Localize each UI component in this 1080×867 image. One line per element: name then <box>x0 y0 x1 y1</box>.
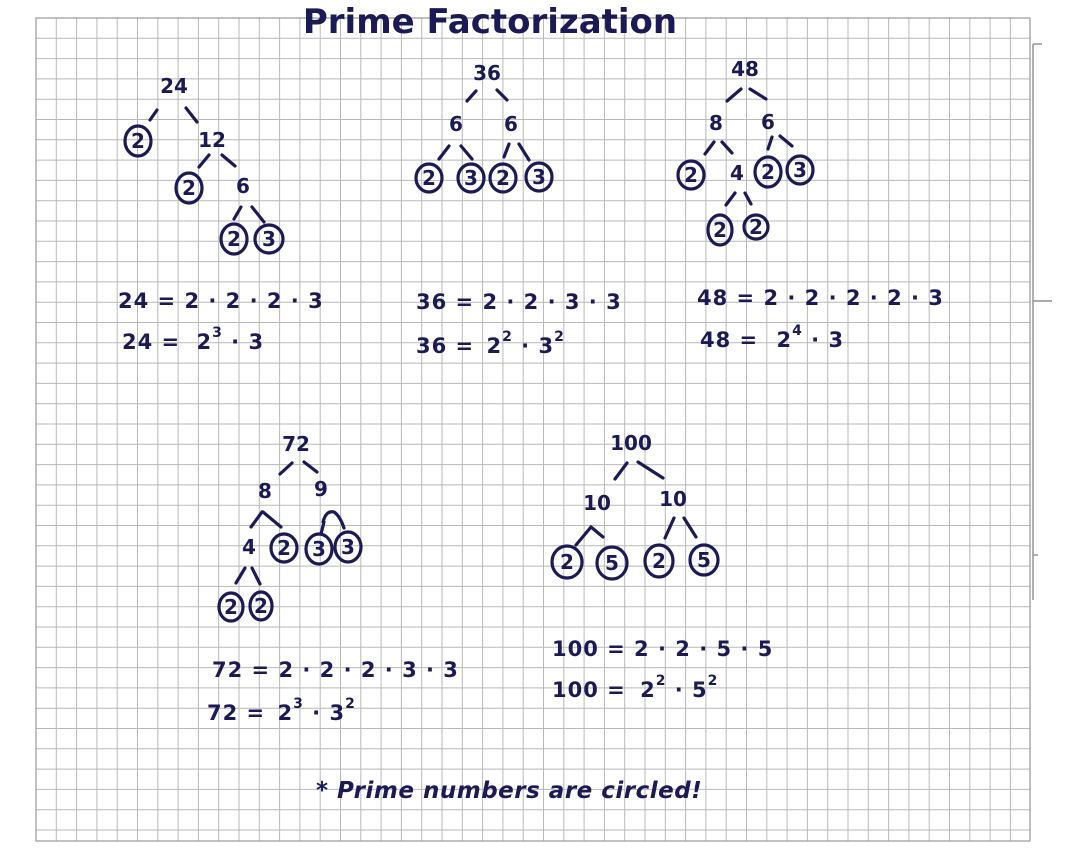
tree-node-prime: 2 <box>713 218 727 242</box>
prime-circle <box>217 591 245 623</box>
prime-circle <box>488 162 518 194</box>
prime-circle <box>676 159 706 191</box>
tree-node-prime: 2 <box>560 550 574 574</box>
tree-node-prime: 5 <box>605 551 619 575</box>
prime-circle <box>456 162 486 194</box>
tree-node-prime: 2 <box>227 227 241 251</box>
tree-node-prime: 3 <box>262 227 276 251</box>
tree-node-prime: 2 <box>254 594 268 618</box>
exponent-equation-72: 72 = 23 · 32 <box>207 696 356 725</box>
prime-circle <box>550 544 584 580</box>
prime-circle <box>742 213 770 241</box>
prime-circle <box>174 171 204 205</box>
tree-node: 4 <box>242 535 256 559</box>
exponent-equation-24: 24 = 23 · 3 <box>122 325 264 354</box>
prime-circle <box>706 213 734 247</box>
tree-node-prime: 2 <box>224 595 238 619</box>
tree-node-prime: 5 <box>697 548 711 572</box>
prime-circle <box>248 590 274 622</box>
tree-node: 6 <box>236 174 250 198</box>
prime-circle <box>524 161 554 193</box>
tree-node: 9 <box>314 477 328 501</box>
expanded-equation-72: 72 = 2 · 2 · 2 · 3 · 3 <box>212 658 459 682</box>
tree-node-prime: 2 <box>652 549 666 573</box>
prime-circle <box>304 532 334 566</box>
tree-node-prime: 2 <box>131 129 145 153</box>
tree-node: 10 <box>659 487 687 511</box>
footnote-prime-circled: * Prime numbers are circled! <box>316 778 702 804</box>
expanded-equation-48: 48 = 2 · 2 · 2 · 2 · 3 <box>697 286 944 310</box>
factor-tree-72: 72 8 9 4 2 3 3 2 2 <box>217 432 363 623</box>
tree-node: 4 <box>730 161 744 185</box>
tree-node: 8 <box>709 111 723 135</box>
prime-circle <box>785 154 815 186</box>
grid-border <box>35 17 1031 842</box>
tree-node: 36 <box>473 61 501 85</box>
tree-node-prime: 2 <box>684 163 698 187</box>
tree-node: 72 <box>282 432 310 456</box>
expanded-equation-36: 36 = 2 · 2 · 3 · 3 <box>416 290 622 314</box>
tree-node: 24 <box>160 74 188 98</box>
prime-circle <box>688 543 720 577</box>
tree-node-prime: 2 <box>761 160 775 184</box>
factor-tree-24: 24 2 12 2 6 2 3 <box>123 74 285 256</box>
tree-node: 6 <box>449 112 463 136</box>
exponent-equation-36: 36 = 22 · 32 <box>416 329 565 358</box>
expanded-equation-24: 24 = 2 · 2 · 2 · 3 <box>118 289 324 313</box>
tree-node-prime: 3 <box>312 537 326 561</box>
tree-node: 100 <box>610 431 652 455</box>
tree-node: 12 <box>198 128 226 152</box>
prime-circle <box>123 124 153 158</box>
prime-circle <box>753 155 783 189</box>
tree-node-prime: 3 <box>793 158 807 182</box>
factor-tree-36: 36 6 6 2 3 2 3 <box>414 61 554 194</box>
prime-circle <box>643 543 675 579</box>
page-margin-edge <box>1032 43 1052 600</box>
exponent-equation-48: 48 = 24 · 3 <box>700 323 844 352</box>
page-title: Prime Factorization <box>303 2 677 42</box>
prime-circle <box>219 222 249 256</box>
tree-node: 6 <box>761 110 775 134</box>
factor-tree-48: 48 8 6 2 4 2 3 2 2 <box>676 57 815 247</box>
tree-node: 48 <box>731 57 759 81</box>
tree-node-prime: 3 <box>464 166 478 190</box>
tree-node-prime: 2 <box>422 166 436 190</box>
prime-circle <box>253 223 285 255</box>
expanded-equation-100: 100 = 2 · 2 · 5 · 5 <box>552 637 773 661</box>
prime-circle <box>333 530 363 564</box>
tree-node-prime: 2 <box>277 536 291 560</box>
tree-node: 8 <box>258 479 272 503</box>
prime-circle <box>595 545 629 581</box>
tree-node: 6 <box>504 112 518 136</box>
tree-node-prime: 2 <box>749 215 763 239</box>
factor-tree-100: 100 10 10 2 5 2 5 <box>550 431 720 581</box>
tree-node-prime: 2 <box>496 166 510 190</box>
prime-circle <box>269 532 299 564</box>
tree-node-prime: 3 <box>341 535 355 559</box>
tree-node: 10 <box>583 491 611 515</box>
prime-circle <box>414 162 444 194</box>
tree-node-prime: 3 <box>532 165 546 189</box>
grid-lines <box>35 17 1030 841</box>
exponent-equation-100: 100 = 22 · 52 <box>552 673 718 702</box>
tree-node-prime: 2 <box>182 176 196 200</box>
